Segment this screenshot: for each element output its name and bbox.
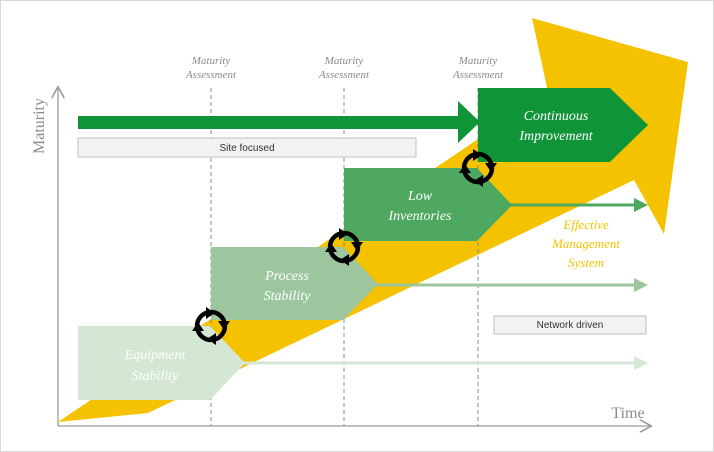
effective-management-line2: Management	[551, 236, 620, 251]
cycle-icon-1	[192, 307, 230, 345]
x-axis-label: Time	[611, 405, 644, 422]
low-inventories-line1: Low	[407, 189, 433, 204]
equipment-trend-head	[634, 356, 648, 370]
process-stability-stage	[211, 247, 378, 320]
cycle-icon-3	[459, 149, 497, 187]
site-focused-arrow	[78, 101, 480, 143]
low-inventories-stage	[344, 168, 512, 241]
inventory-trend-head	[634, 198, 648, 212]
process-trend-head	[634, 278, 648, 292]
site-focused-label: Site focused	[219, 143, 274, 154]
equipment-stability-line1: Equipment	[124, 348, 187, 363]
low-inventories-line2: Inventories	[388, 209, 453, 224]
assessment-label-1-line2: Assessment	[185, 69, 237, 81]
effective-management-line3: System	[568, 255, 604, 270]
assessment-label-2-line2: Assessment	[318, 69, 370, 81]
assessment-label-3-line2: Assessment	[452, 69, 504, 81]
continuous-improvement-line2: Improvement	[518, 129, 593, 144]
assessment-label-2-line1: Maturity	[324, 55, 364, 67]
continuous-improvement-line1: Continuous	[524, 109, 589, 124]
site-focused-tag	[77, 137, 417, 158]
equipment-stability-line2: Stability	[132, 369, 179, 384]
effective-management-line1: Effective	[562, 217, 609, 232]
cycle-icon-2	[325, 228, 363, 266]
network-driven-label: Network driven	[537, 320, 604, 331]
assessment-label-3-line1: Maturity	[458, 55, 498, 67]
process-stability-line2: Stability	[264, 289, 311, 304]
assessment-label-1-line1: Maturity	[191, 55, 231, 67]
equipment-stability-stage	[78, 326, 245, 400]
network-driven-tag	[493, 315, 647, 335]
continuous-improvement-stage	[478, 88, 648, 162]
process-stability-line1: Process	[264, 269, 309, 284]
y-axis-label: Maturity	[31, 98, 48, 154]
